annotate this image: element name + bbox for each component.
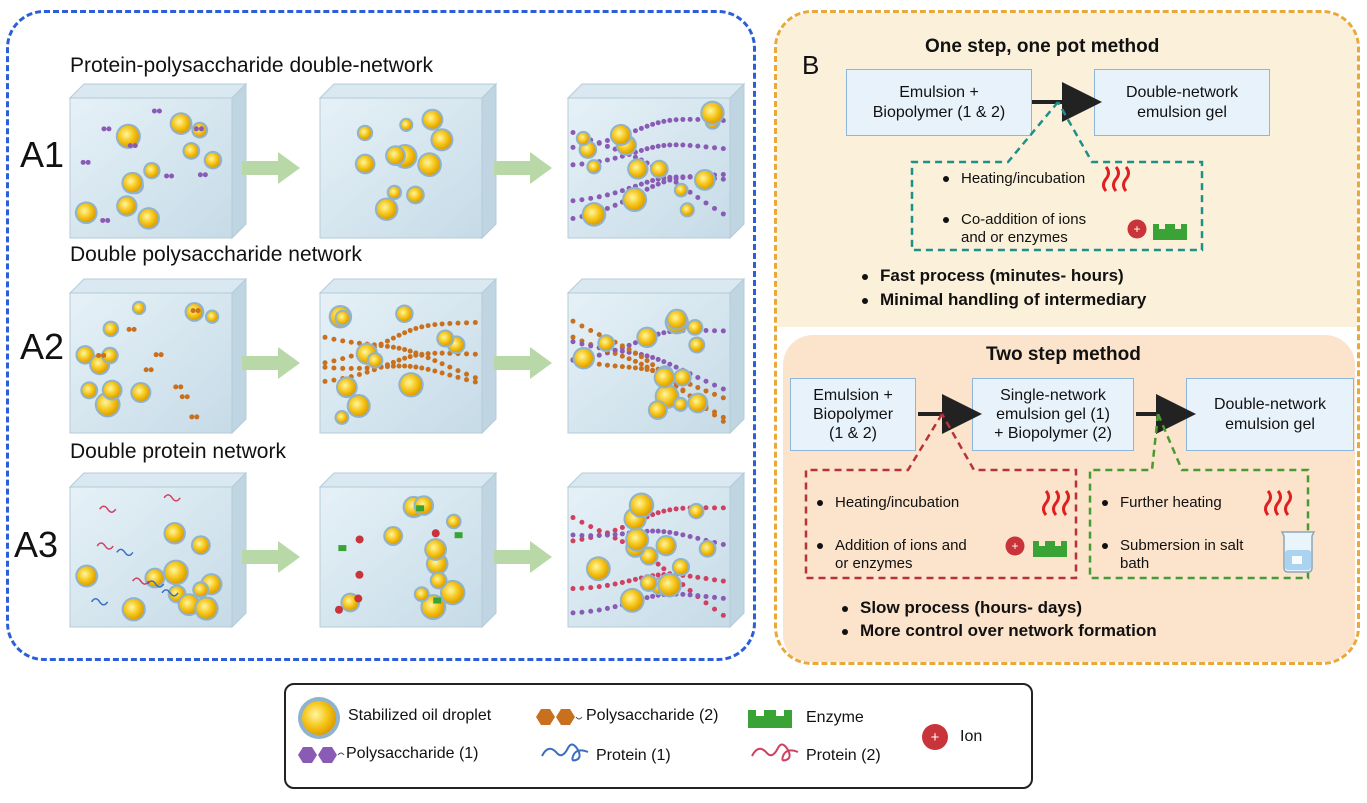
enzyme-icon [1033, 541, 1067, 557]
ion-legend-icon: + [922, 724, 948, 750]
two-step-condition-salt-bath: Submersion in salt bath [1102, 537, 1243, 573]
two-step-point-slow: Slow process (hours- days) [842, 598, 1082, 618]
one-step-point-handling: Minimal handling of intermediary [862, 290, 1146, 310]
emulsion-biopolymer-box: Emulsion + Biopolymer (1 & 2) [846, 69, 1032, 136]
protein-1-icon [541, 743, 589, 762]
two-step-connectors [804, 394, 1310, 580]
cube-a3-1 [68, 471, 248, 629]
enzyme-icon [1153, 224, 1187, 240]
process-arrow [242, 541, 300, 573]
two-step-condition-ions: Addition of ions and or enzymes [817, 537, 967, 573]
network-cubes [68, 82, 746, 629]
enzyme-legend-icon [748, 710, 792, 728]
legend [284, 683, 1033, 789]
svg-text:+: + [1133, 222, 1140, 236]
process-arrow [494, 541, 552, 573]
row-title-a2: Double polysaccharide network [70, 243, 362, 266]
row-label-a3: A3 [14, 524, 59, 565]
process-arrow [494, 347, 552, 379]
legend-oil-droplet: Stabilized oil droplet [348, 707, 492, 724]
polysaccharide-1-icon [298, 747, 345, 763]
legend-protein-1: Protein (1) [596, 747, 671, 764]
row-label-a1: A1 [20, 134, 65, 175]
two-step-condition-heating: Heating/incubation [817, 494, 959, 512]
process-arrow [242, 347, 300, 379]
emulsion-biopolymer-box-2: Emulsion + Biopolymer (1 & 2) [790, 378, 916, 451]
cube-a1-1 [68, 82, 248, 240]
heat-icon [1042, 490, 1070, 516]
two-step-title: Two step method [986, 344, 1141, 365]
legend-enzyme: Enzyme [806, 709, 864, 726]
ion-icon: + [1005, 536, 1025, 556]
panel-a [6, 10, 756, 661]
one-step-point-fast: Fast process (minutes- hours) [862, 266, 1124, 286]
heat-icon [1102, 166, 1130, 192]
svg-text:+: + [1011, 539, 1018, 553]
cube-a3-3 [566, 471, 746, 629]
two-step-callout-1 [804, 413, 1078, 580]
one-step-condition-ions: Co-addition of ions and or enzymes [943, 211, 1086, 247]
cube-a2-2 [318, 277, 498, 435]
ion-icon: + [1127, 219, 1147, 239]
cube-a2-3 [566, 277, 746, 435]
cube-a2-1 [68, 277, 248, 435]
one-step-condition-heating: Heating/incubation [943, 170, 1085, 188]
one-step-connectors [910, 82, 1204, 252]
cube-a1-3 [566, 82, 746, 240]
one-step-title: One step, one pot method [925, 36, 1160, 57]
polysaccharide-2-icon [536, 709, 583, 725]
two-step-condition-further-heating: Further heating [1102, 494, 1222, 512]
cube-a1-2 [318, 82, 498, 240]
two-step-point-control: More control over network formation [842, 621, 1157, 641]
process-arrow [494, 152, 552, 184]
process-arrow [242, 152, 300, 184]
row-title-a3: Double protein network [70, 440, 286, 463]
double-network-box: Double-network emulsion gel [1094, 69, 1270, 136]
one-step-section [777, 13, 1357, 327]
panel-b-label: B [802, 50, 820, 80]
single-network-box: Single-network emulsion gel (1) + Biopol… [972, 378, 1134, 451]
oil-droplet-icon [298, 697, 340, 739]
legend-polysaccharide-2: Polysaccharide (2) [586, 707, 719, 724]
two-step-callout-2 [1088, 413, 1310, 580]
double-network-box-2: Double-network emulsion gel [1186, 378, 1354, 451]
row-label-a2: A2 [20, 326, 65, 367]
legend-protein-2: Protein (2) [806, 747, 881, 764]
heat-icon [1264, 490, 1292, 516]
protein-2-icon [751, 743, 799, 762]
cube-a3-2 [318, 471, 498, 629]
legend-ion: Ion [960, 728, 983, 745]
row-title-a1: Protein-polysaccharide double-network [70, 54, 434, 77]
legend-polysaccharide-1: Polysaccharide (1) [346, 745, 479, 762]
beaker-icon [1280, 531, 1316, 573]
svg-text:+: + [931, 729, 940, 746]
